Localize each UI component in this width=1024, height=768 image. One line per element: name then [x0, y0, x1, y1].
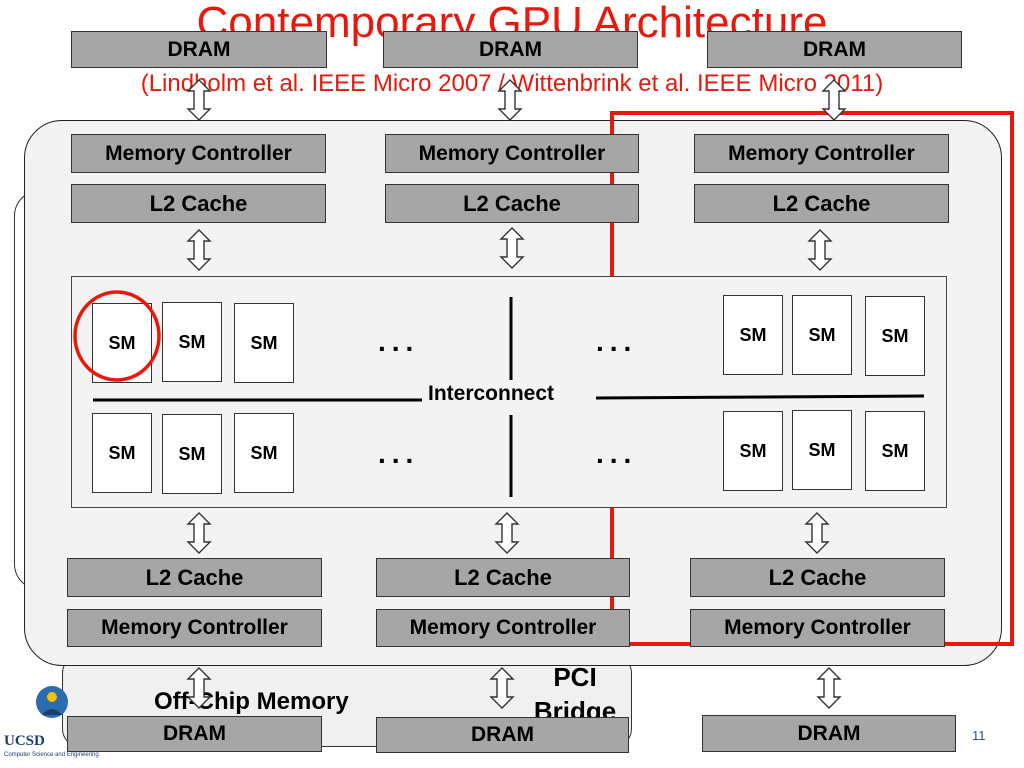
dram-bottom-right: DRAM: [702, 715, 956, 752]
sm-top-1: SM: [92, 303, 152, 383]
ellipsis-top-right: ...: [596, 326, 638, 357]
sm-bottom-6: SM: [865, 411, 925, 491]
dram-top-middle: DRAM: [383, 31, 638, 68]
l2-cache-bottom-middle: L2 Cache: [376, 558, 630, 597]
memory-controller-bottom-middle: Memory Controller: [376, 609, 630, 647]
sm-bottom-2: SM: [162, 414, 222, 494]
sm-top-4: SM: [723, 295, 783, 375]
ucsd-logo-subtext: Computer Science and Engineering: [4, 752, 99, 758]
memory-controller-top-left: Memory Controller: [71, 134, 326, 173]
sm-top-3: SM: [234, 303, 294, 383]
l2-cache-top-right: L2 Cache: [694, 184, 949, 223]
l2-cache-bottom-left: L2 Cache: [67, 558, 322, 597]
sm-bottom-5: SM: [792, 410, 852, 490]
memory-controller-top-middle: Memory Controller: [385, 134, 639, 173]
page-number: 11: [972, 728, 986, 743]
l2-cache-top-middle: L2 Cache: [385, 184, 639, 223]
off-chip-memory-label: Off-Chip Memory: [154, 688, 349, 715]
memory-controller-top-right: Memory Controller: [694, 134, 949, 173]
dram-bottom-left: DRAM: [67, 716, 322, 752]
sm-bottom-1: SM: [92, 413, 152, 493]
sm-top-2: SM: [162, 302, 222, 382]
ucsd-logo-text: UCSD: [4, 733, 45, 749]
l2-cache-bottom-right: L2 Cache: [690, 558, 945, 597]
ellipsis-bottom-right: ...: [596, 438, 638, 469]
memory-controller-bottom-left: Memory Controller: [67, 609, 322, 647]
l2-cache-top-left: L2 Cache: [71, 184, 326, 223]
ellipsis-top-left: ...: [378, 326, 420, 357]
sm-bottom-4: SM: [723, 411, 783, 491]
memory-controller-bottom-right: Memory Controller: [690, 609, 945, 647]
sm-top-5: SM: [792, 295, 852, 375]
sm-top-6: SM: [865, 296, 925, 376]
ellipsis-bottom-left: ...: [378, 438, 420, 469]
interconnect-label: Interconnect: [428, 382, 555, 405]
dram-top-left: DRAM: [71, 31, 327, 68]
dram-top-right: DRAM: [707, 31, 962, 68]
sm-bottom-3: SM: [234, 413, 294, 493]
red-circle-highlight: [73, 290, 161, 382]
ucsd-logo-icon: [36, 686, 68, 718]
dram-bottom-middle: DRAM: [376, 717, 629, 753]
